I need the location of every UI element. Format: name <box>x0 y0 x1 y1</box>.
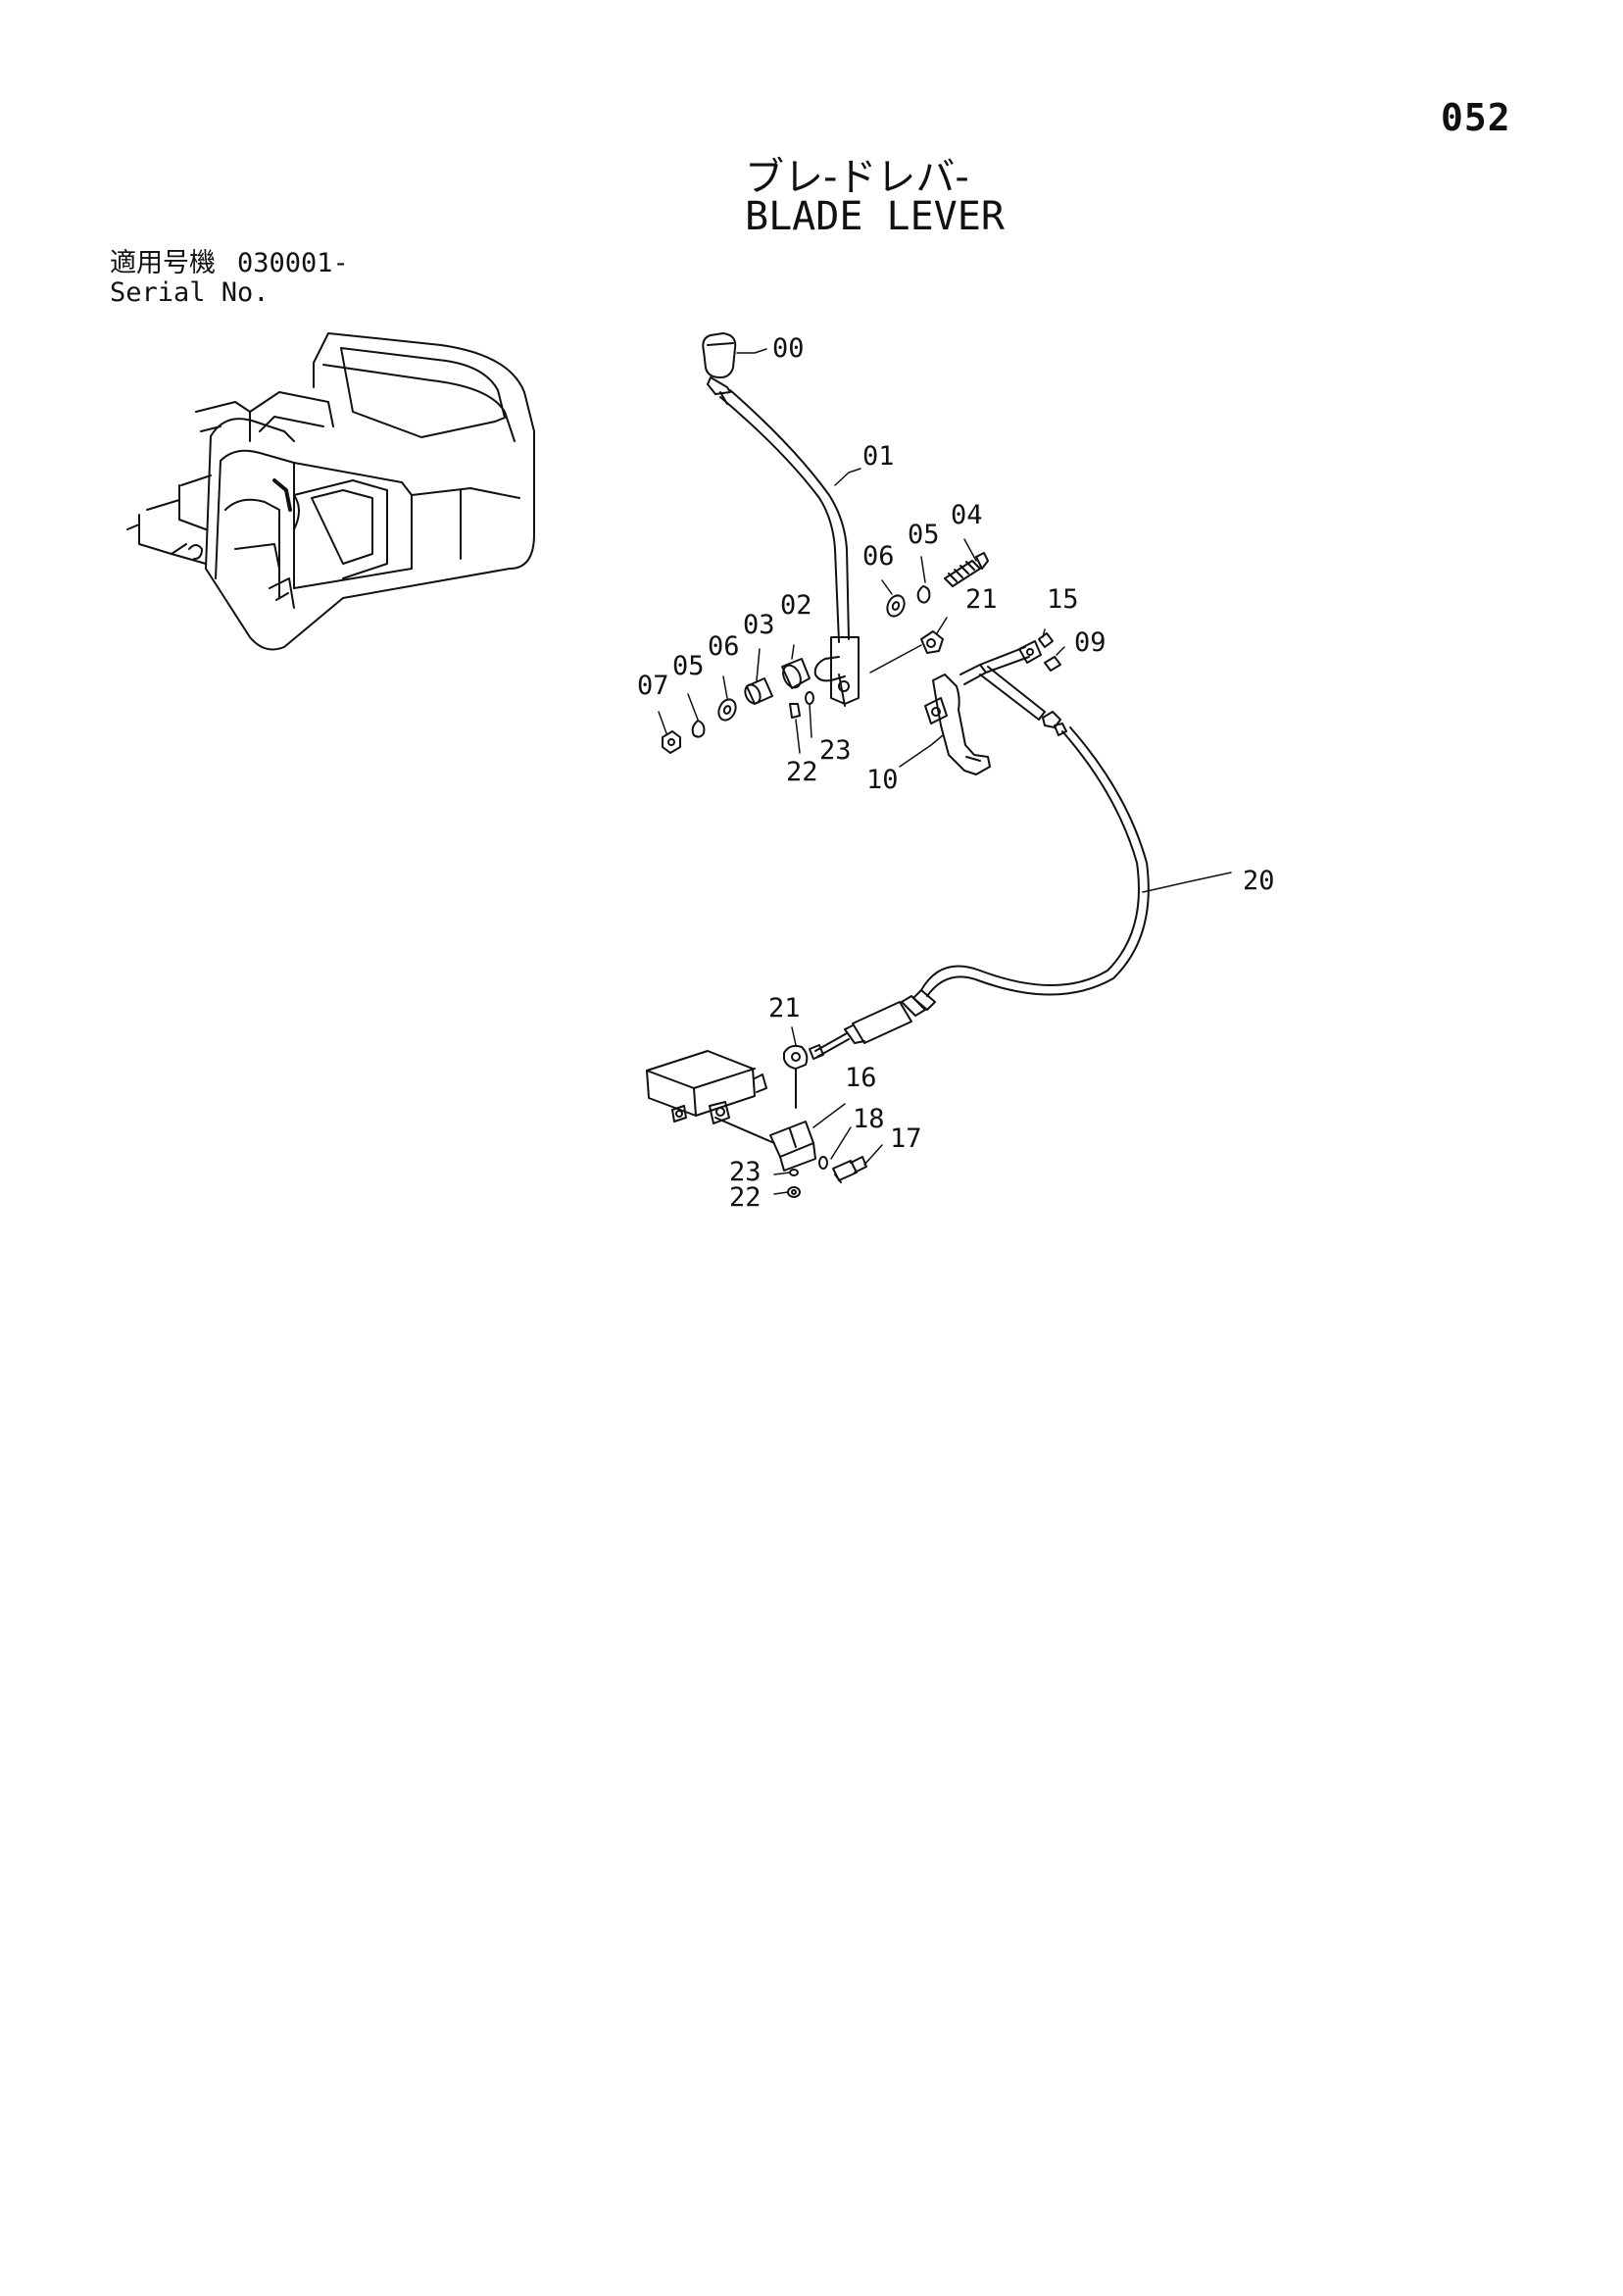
serial-label-jp: 適用号機 <box>110 248 216 278</box>
callout-07: 07 <box>637 671 669 701</box>
washer-18 <box>818 1156 828 1170</box>
bushing-03 <box>744 677 773 705</box>
serial-value: 030001- <box>237 248 349 278</box>
callout-16: 16 <box>845 1063 877 1093</box>
blade-lever-assembly <box>702 332 860 707</box>
callout-17: 17 <box>890 1123 922 1154</box>
callout-21-upper: 21 <box>965 584 998 615</box>
callout-10: 10 <box>866 765 899 795</box>
callout-15: 15 <box>1047 584 1079 615</box>
callout-22-lower: 22 <box>729 1182 762 1213</box>
page-title-jp: ブレ-ドレバ- <box>745 155 969 200</box>
bolt-17 <box>832 1156 867 1183</box>
washer-23-lower <box>789 1169 799 1176</box>
callout-09: 09 <box>1074 627 1107 658</box>
spring-washer-05-lower <box>691 720 706 738</box>
bolt-04 <box>944 552 989 587</box>
callout-21-lower: 21 <box>768 993 801 1023</box>
page-number: 052 <box>1441 96 1511 139</box>
callout-05-lower: 05 <box>672 651 705 681</box>
pivot-axis-line <box>869 644 922 674</box>
washer-06-lower <box>717 698 737 722</box>
serial-block: 適用号機 030001- Serial No. <box>110 249 349 308</box>
pin-22-lower <box>787 1186 801 1198</box>
callout-06-upper: 06 <box>862 541 895 572</box>
callout-05-upper: 05 <box>908 520 940 550</box>
callout-04: 04 <box>951 500 983 530</box>
serial-label-en: Serial No. <box>110 277 270 308</box>
bracket-16 <box>769 1121 816 1172</box>
ball-joint-21-lower <box>783 1044 809 1109</box>
bracket-10 <box>924 674 991 775</box>
ball-joint-21-upper <box>920 630 944 654</box>
callout-03: 03 <box>743 610 775 640</box>
callout-22-upper: 22 <box>786 757 818 787</box>
leader-lines <box>658 348 1232 1195</box>
excavator-overview-illustration <box>126 332 535 651</box>
cable-housing-lower <box>809 989 936 1060</box>
washer-06-upper <box>886 594 906 618</box>
control-valve-block <box>646 1050 775 1144</box>
callout-18: 18 <box>853 1104 885 1134</box>
nut-07 <box>662 730 681 754</box>
washer-23-upper <box>805 691 814 705</box>
callout-02: 02 <box>780 590 812 621</box>
page-title: BLADE LEVER <box>745 194 1005 239</box>
cable-end-09 <box>959 632 1067 736</box>
callout-23-lower: 23 <box>729 1157 762 1187</box>
callout-23-upper: 23 <box>819 735 852 766</box>
callout-06-lower: 06 <box>708 631 740 662</box>
callout-20: 20 <box>1243 866 1275 896</box>
callout-00: 00 <box>772 333 805 364</box>
pin-22-upper <box>789 703 801 719</box>
control-cable-20 <box>920 726 1150 997</box>
callout-01: 01 <box>862 441 895 472</box>
spring-washer-05-upper <box>916 585 931 604</box>
bushing-02 <box>781 658 811 689</box>
